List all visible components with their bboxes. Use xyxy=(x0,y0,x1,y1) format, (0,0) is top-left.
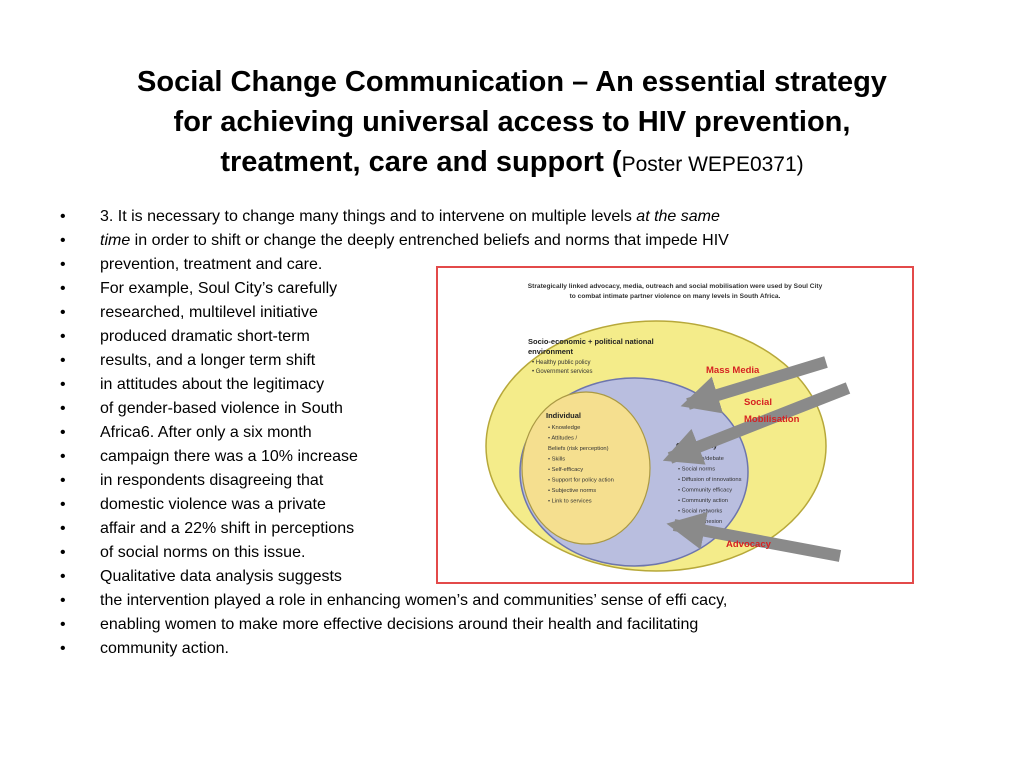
outer-item-2: • Government services xyxy=(532,369,592,375)
bullet-marker: • xyxy=(60,256,66,273)
bullet-text: in respondents disagreeing that xyxy=(100,472,324,489)
bullet-marker: • xyxy=(60,448,66,465)
bullet-item: • community action. xyxy=(58,637,958,661)
bullet-text: of social norms on this issue. xyxy=(100,544,306,561)
bullet-item: • time in order to shift or change the de… xyxy=(58,229,958,253)
title-line-1: Social Change Communication – An essenti… xyxy=(137,66,887,98)
bullet-marker: • xyxy=(60,376,66,393)
bullet-item: • produced dramatic short-term xyxy=(58,325,958,349)
bullet-text: researched, multilevel initiative xyxy=(100,304,318,321)
bullet-marker: • xyxy=(60,472,66,489)
poster-reference: Poster WEPE0371) xyxy=(621,153,804,176)
bullet-marker: • xyxy=(60,328,66,345)
bullet-item: • prevention, treatment and care. xyxy=(58,253,958,277)
community-items-entry: • Community action xyxy=(678,498,728,504)
bullet-text: enabling women to make more effective de… xyxy=(100,616,699,633)
bullet-item: • the intervention played a role in enhan… xyxy=(58,589,958,613)
bullet-marker: • xyxy=(60,640,66,657)
individual-items-entry: • Subjective norms xyxy=(548,488,596,494)
bullet-text: domestic violence was a private xyxy=(100,496,326,513)
bullet-item: • researched, multilevel initiative xyxy=(58,301,958,325)
bullet-item: • Africa6. After only a six month xyxy=(58,421,958,445)
bullet-italic-text: time xyxy=(100,232,131,249)
individual-items: • Knowledge • Attitudes / Beliefs (risk p… xyxy=(548,425,614,505)
individual-ellipse xyxy=(521,391,651,545)
individual-items-entry: • Link to services xyxy=(548,499,592,505)
bullet-item: • enabling women to make more effective d… xyxy=(58,613,958,637)
bullet-marker: • xyxy=(60,280,66,297)
bullet-text: Africa6. After only a six month xyxy=(100,424,312,441)
bullet-item: • of gender-based violence in South xyxy=(58,397,958,421)
community-items-entry: • Community efficacy xyxy=(678,488,732,494)
individual-items-entry: • Knowledge xyxy=(548,425,580,431)
bullet-marker: • xyxy=(60,232,66,249)
bullet-marker: • xyxy=(60,544,66,561)
individual-items-entry: Beliefs (risk perception) xyxy=(548,446,609,452)
individual-items-entry: • Attitudes / xyxy=(548,436,577,442)
individual-items-entry: • Support for policy action xyxy=(548,478,614,484)
bullet-item: • in respondents disagreeing that xyxy=(58,469,958,493)
bullet-marker: • xyxy=(60,592,66,609)
bullet-text: the intervention played a role in enhanc… xyxy=(100,592,728,609)
bullet-item: • campaign there was a 10% increase xyxy=(58,445,958,469)
bullet-item: • of social norms on this issue. xyxy=(58,541,958,565)
bullet-text: produced dramatic short-term xyxy=(100,328,310,345)
bullet-marker: • xyxy=(60,496,66,513)
title-line-3: treatment, care and support (Poster WEPE… xyxy=(40,142,984,185)
slide-title: Social Change Communication – An essenti… xyxy=(40,62,984,185)
bullet-item: • affair and a 22% shift in perceptions xyxy=(58,517,958,541)
figure-caption-line-1: Strategically linked advocacy, media, ou… xyxy=(528,283,823,290)
bullet-text: in attitudes about the legitimacy xyxy=(100,376,325,393)
figure-caption-line-2: to combat intimate partner violence on m… xyxy=(570,293,781,300)
individual-heading: Individual xyxy=(546,411,581,420)
bullet-text: campaign there was a 10% increase xyxy=(100,448,358,465)
bullet-marker: • xyxy=(60,304,66,321)
social-mobilisation-arrow xyxy=(662,382,851,465)
bullet-list: • 3. It is necessary to change many thing… xyxy=(58,205,958,661)
bullet-item: • domestic violence was a private xyxy=(58,493,958,517)
bullet-text: affair and a 22% shift in perceptions xyxy=(100,520,355,537)
bullet-marker: • xyxy=(60,424,66,441)
social-label: Social xyxy=(744,397,772,408)
community-items-entry: • Diffusion of innovations xyxy=(678,477,742,483)
bullet-item: • results, and a longer term shift xyxy=(58,349,958,373)
bullet-text: results, and a longer term shift xyxy=(100,352,316,369)
bullet-text: prevention, treatment and care. xyxy=(100,256,323,273)
bullet-text: For example, Soul City’s carefully xyxy=(100,280,338,297)
mobilisation-label: Mobilisation xyxy=(744,414,800,425)
bullet-item: • Qualitative data analysis suggests xyxy=(58,565,958,589)
advocacy-arrow xyxy=(666,511,842,562)
bullet-text: community action. xyxy=(100,640,229,657)
title-line-2: for achieving universal access to HIV pr… xyxy=(173,106,851,138)
bullet-marker: • xyxy=(60,520,66,537)
bullet-text: Qualitative data analysis suggests xyxy=(100,568,342,585)
community-items-entry: • Social norms xyxy=(678,467,715,473)
bullet-item: • in attitudes about the legitimacy xyxy=(58,373,958,397)
community-items-entry: • Social networks xyxy=(678,509,722,515)
bullet-marker: • xyxy=(60,400,66,417)
outer-heading-2: environment xyxy=(528,347,574,356)
bullet-marker: • xyxy=(60,352,66,369)
outer-item-1: • Healthy public policy xyxy=(532,360,590,366)
bullet-text: 3. It is necessary to change many things… xyxy=(100,208,637,225)
ecological-model-figure: Strategically linked advocacy, media, ou… xyxy=(436,266,914,584)
individual-items-entry: • Skills xyxy=(548,457,565,463)
bullet-text: in order to shift or change the deeply e… xyxy=(130,232,729,249)
individual-items-entry: • Self-efficacy xyxy=(548,467,583,473)
advocacy-label: Advocacy xyxy=(726,539,772,550)
mass-media-label: Mass Media xyxy=(706,365,760,376)
bullet-item: • 3. It is necessary to change many thing… xyxy=(58,205,958,229)
title-line-3-bold: treatment, care and support ( xyxy=(220,146,622,178)
bullet-italic-text: at the same xyxy=(636,208,720,225)
bullet-marker: • xyxy=(60,616,66,633)
mass-media-arrow xyxy=(680,356,828,414)
bullet-text: of gender-based violence in South xyxy=(100,400,343,417)
bullet-marker: • xyxy=(60,568,66,585)
outer-heading-1: Socio-economic + political national xyxy=(528,337,654,346)
bullet-marker: • xyxy=(60,208,66,225)
bullet-item: • For example, Soul City’s carefully xyxy=(58,277,958,301)
ecological-model-diagram: Strategically linked advocacy, media, ou… xyxy=(485,283,851,572)
